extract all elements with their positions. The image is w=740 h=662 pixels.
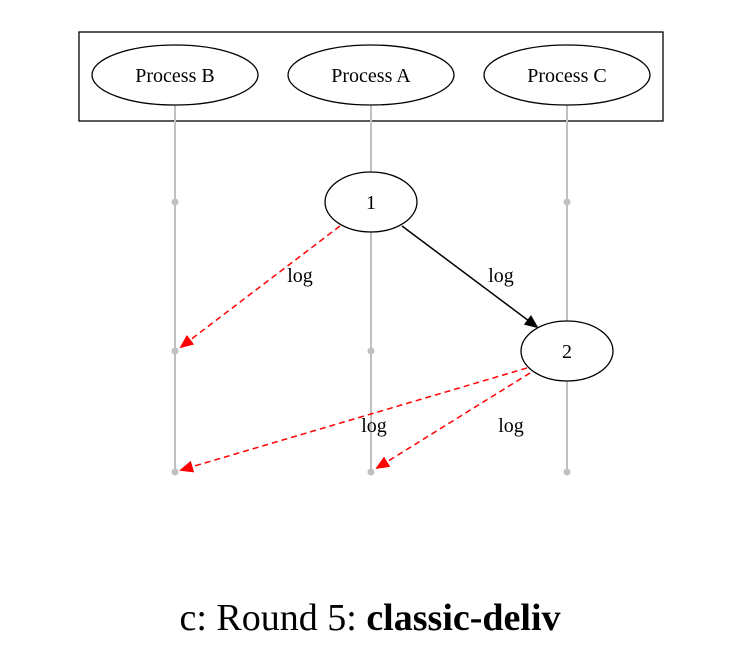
process-node-b: Process B	[91, 44, 259, 106]
lifeline-point	[171, 198, 179, 206]
event-node-2: 2	[520, 320, 614, 382]
process-node-c: Process C	[483, 44, 651, 106]
edge-event1-to-process-b	[179, 225, 341, 349]
edge-label: log	[498, 415, 524, 437]
process-label: Process A	[331, 65, 411, 87]
caption-bold: classic-deliv	[366, 597, 561, 639]
lifeline-point	[563, 198, 571, 206]
event-node-1: 1	[324, 171, 418, 233]
event-label: 1	[366, 192, 376, 214]
edge-label: log	[361, 415, 387, 437]
caption-prefix: c: Round 5:	[179, 597, 367, 639]
lifeline-point	[171, 468, 179, 476]
lifeline-point	[563, 468, 571, 476]
process-node-a: Process A	[287, 44, 455, 106]
edge-event2-to-process-a	[375, 372, 531, 470]
edge-event1-to-event2	[401, 225, 539, 329]
edge-event2-to-process-b	[179, 367, 528, 473]
edge-label: log	[488, 265, 514, 287]
figure-caption: c: Round 5: classic-deliv	[0, 596, 740, 640]
lifeline-point	[367, 347, 375, 355]
process-label: Process C	[527, 65, 606, 87]
lifeline-point	[171, 347, 179, 355]
edge-label: log	[287, 265, 313, 287]
event-label: 2	[562, 341, 572, 363]
process-label: Process B	[135, 65, 214, 87]
lifeline-point	[367, 468, 375, 476]
